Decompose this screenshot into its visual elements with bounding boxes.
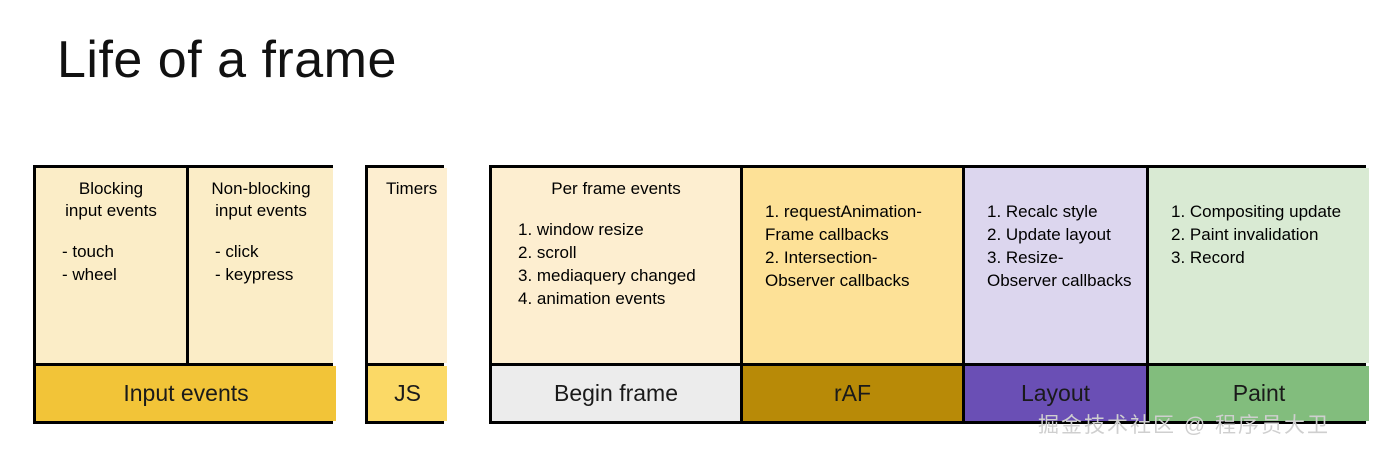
timers: Timers bbox=[368, 168, 447, 363]
blocking-input-events-list: - touch - wheel bbox=[62, 242, 117, 284]
raf-body-list: 1. requestAnimation- Frame callbacks 2. … bbox=[765, 202, 922, 290]
input-events-body-row: Blocking input events - touch - wheel Non-… bbox=[36, 168, 333, 363]
non-blocking-input-events-heading: Non-blocking input events bbox=[211, 179, 311, 220]
frame-pipeline-group: Per frame events 1. window resize 2. scro… bbox=[489, 165, 1369, 424]
input-events-footer-label: Input events bbox=[123, 380, 249, 406]
blocking-input-events-heading: Blocking input events bbox=[65, 179, 157, 220]
raf-footer: rAF bbox=[740, 366, 962, 421]
input-events-footer-row: Input events bbox=[36, 363, 336, 421]
layout-body: 1. Recalc style 2. Update layout 3. Resi… bbox=[962, 168, 1146, 363]
begin-frame-footer-label: Begin frame bbox=[553, 380, 678, 406]
begin-frame-body-heading: Per frame events bbox=[551, 179, 681, 198]
page-title: Life of a frame bbox=[57, 31, 397, 89]
timers-heading: Timers bbox=[386, 179, 438, 198]
blocking-input-events-spacer bbox=[46, 226, 176, 240]
js-footer: JS bbox=[368, 366, 447, 421]
js-footer-label: JS bbox=[394, 380, 421, 406]
non-blocking-input-events-spacer bbox=[199, 226, 323, 240]
raf-body-spacer bbox=[753, 178, 952, 200]
js-footer-row: JS bbox=[368, 363, 447, 421]
paint-footer-label: Paint bbox=[1232, 380, 1286, 406]
paint-body: 1. Compositing update 2. Paint invalidat… bbox=[1146, 168, 1369, 363]
begin-frame-footer: Begin frame bbox=[492, 366, 740, 421]
layout-footer-label: Layout bbox=[1020, 380, 1091, 406]
layout-footer: Layout bbox=[962, 366, 1146, 421]
raf-body: 1. requestAnimation- Frame callbacks 2. … bbox=[740, 168, 962, 363]
layout-body-list: 1. Recalc style 2. Update layout 3. Resi… bbox=[987, 202, 1132, 290]
non-blocking-input-events: Non-blocking input events - click - keypr… bbox=[186, 168, 333, 363]
begin-frame-body-spacer bbox=[502, 204, 730, 218]
input-events-footer: Input events bbox=[36, 366, 336, 421]
js-body-row: Timers bbox=[368, 168, 447, 363]
paint-body-list: 1. Compositing update 2. Paint invalidat… bbox=[1171, 202, 1342, 267]
raf-footer-label: rAF bbox=[833, 380, 872, 406]
begin-frame-body-list: 1. window resize 2. scroll 3. mediaquery… bbox=[518, 220, 696, 308]
paint-footer: Paint bbox=[1146, 366, 1369, 421]
begin-frame-body: Per frame events 1. window resize 2. scro… bbox=[492, 168, 740, 363]
paint-body-spacer bbox=[1159, 178, 1359, 200]
blocking-input-events: Blocking input events - touch - wheel bbox=[36, 168, 186, 363]
frame-pipeline-body-row: Per frame events 1. window resize 2. scro… bbox=[492, 168, 1369, 363]
frame-pipeline-footer-row: Begin frame rAF Layout Paint bbox=[492, 363, 1369, 421]
non-blocking-input-events-list: - click - keypress bbox=[215, 242, 294, 284]
input-events-group: Blocking input events - touch - wheel Non-… bbox=[33, 165, 336, 424]
layout-body-spacer bbox=[975, 178, 1136, 200]
